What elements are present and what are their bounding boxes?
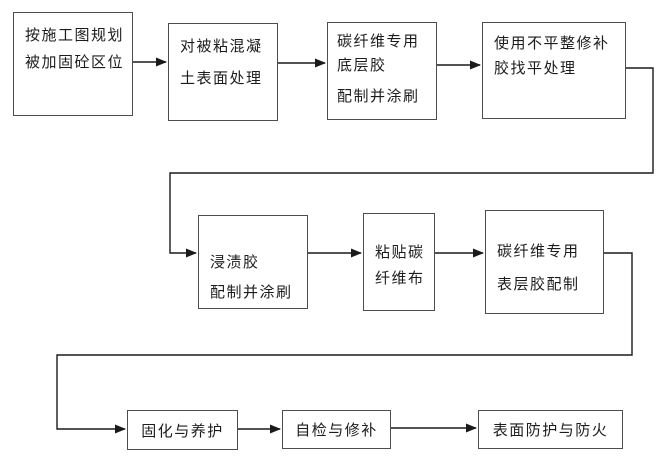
- node-text-line: 固化与养护: [141, 422, 224, 440]
- flow-step-2-surface-treatment: 对被粘混凝 土表面处理: [168, 23, 278, 121]
- node-text-line: 碳纤维专用: [337, 33, 420, 50]
- flow-step-7-top-coat: 碳纤维专用 表层胶配制: [485, 210, 604, 314]
- flow-step-3-primer-coat: 碳纤维专用 底层胶 配制并涂刷: [327, 22, 437, 120]
- node-text-line: 自检与修补: [295, 422, 378, 439]
- connector-step7-step8: [56, 252, 633, 434]
- node-text-line: 被加固砼区位: [25, 54, 125, 71]
- flow-step-5-impregnation-glue: 浸渍胶 配制并涂刷: [198, 215, 308, 309]
- node-text-line: 对被粘混凝: [180, 38, 263, 55]
- node-text-line: 配制并涂刷: [337, 88, 420, 105]
- flow-step-9-self-inspection: 自检与修补: [282, 410, 391, 449]
- node-text-line: 按施工图规划: [25, 27, 125, 44]
- flow-step-1-plan-region: 按施工图规划 被加固砼区位: [13, 12, 133, 116]
- node-text-line: 表层胶配制: [497, 276, 580, 293]
- node-text-line: 胶找平处理: [494, 60, 577, 77]
- node-text-line: 底层胶: [337, 57, 387, 74]
- flow-step-4-leveling-repair: 使用不平整修补 胶找平处理: [482, 22, 626, 119]
- flow-step-8-curing: 固化与养护: [127, 410, 238, 450]
- node-text-line: 浸渍胶: [210, 254, 260, 271]
- flow-step-10-surface-protection: 表面防护与防火: [478, 410, 623, 449]
- node-text-line: 使用不平整修补: [494, 35, 610, 52]
- connector-step4-step5: [169, 67, 654, 258]
- node-text-line: 土表面处理: [180, 70, 263, 87]
- node-text-line: 表面防护与防火: [492, 422, 609, 439]
- node-text-line: 粘贴碳: [375, 244, 425, 261]
- node-text-line: 配制并涂刷: [210, 284, 293, 301]
- flow-step-6-paste-cfrp-sheet: 粘贴碳 纤维布: [363, 213, 435, 311]
- node-text-line: 碳纤维专用: [497, 243, 580, 260]
- node-text-line: 纤维布: [375, 270, 425, 287]
